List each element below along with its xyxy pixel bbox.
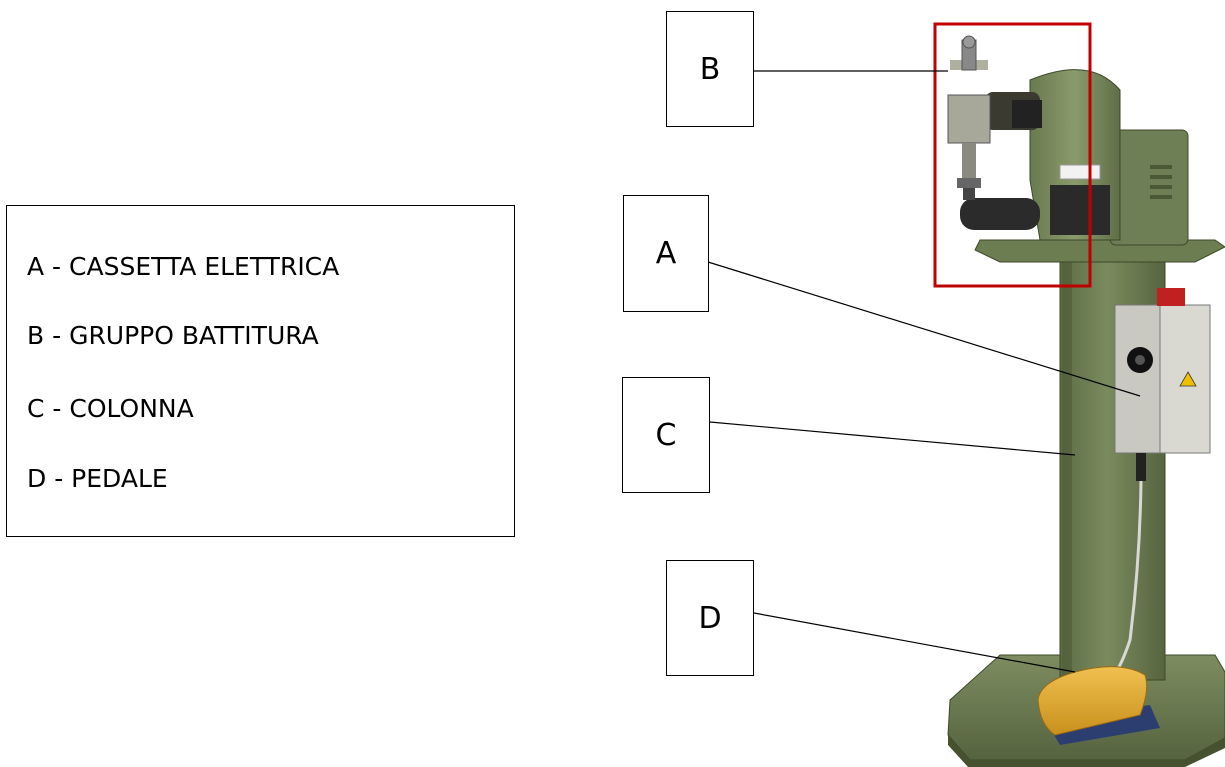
striking-group	[947, 35, 1121, 241]
legend-item-pedale: D - PEDALE	[27, 464, 168, 493]
legend-item-colonna: C - COLONNA	[27, 394, 194, 423]
electrical-box	[1114, 288, 1211, 481]
callout-c: C	[622, 377, 710, 493]
callout-a: A	[623, 195, 709, 312]
leader-line-d	[753, 612, 1076, 673]
legend-item-gruppo-battitura: B - GRUPPO BATTITURA	[27, 321, 319, 350]
legend-box: A - CASSETTA ELETTRICA B - GRUPPO BATTIT…	[6, 205, 515, 537]
callout-b: B	[666, 11, 754, 127]
motor-housing	[1109, 129, 1189, 246]
leader-line-c	[709, 421, 1076, 456]
callout-d: D	[666, 560, 754, 676]
leader-line-a	[707, 261, 1141, 397]
striking-group-highlight	[933, 22, 1092, 288]
foot-pedal	[1037, 666, 1160, 745]
legend-item-cassetta-elettrica: A - CASSETTA ELETTRICA	[27, 252, 340, 281]
machine-top-plate	[974, 239, 1225, 263]
